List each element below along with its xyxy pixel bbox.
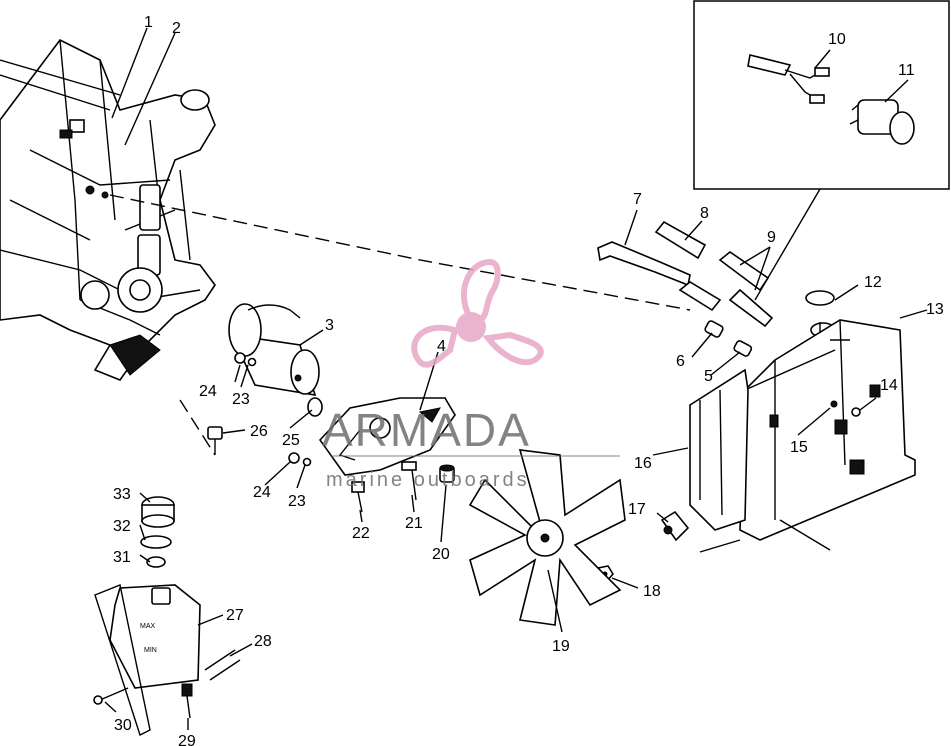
nut-24a (234, 352, 246, 364)
bleeder-17 (660, 510, 690, 542)
callout-14: 14 (880, 377, 898, 394)
washer-23a (247, 357, 257, 367)
callout-22: 22 (352, 525, 370, 542)
callout-10: 10 (828, 31, 846, 48)
hose-7 (597, 241, 691, 287)
spacer-25 (307, 397, 323, 417)
bolt-22 (351, 481, 365, 513)
hose-28 (204, 649, 241, 681)
radiator (739, 319, 916, 541)
callout-29: 29 (178, 733, 196, 746)
recovery-bottle: MAX MIN (94, 584, 201, 736)
fitting-5 (733, 340, 753, 357)
callout-23b: 23 (288, 493, 306, 510)
hose-9 (678, 251, 774, 328)
propeller-blade-left (411, 324, 459, 368)
callout-31: 31 (113, 549, 131, 566)
callout-20: 20 (432, 546, 450, 563)
max-label: MAX (140, 623, 156, 630)
callout-17: 17 (628, 501, 646, 518)
cooling-fan (468, 449, 626, 626)
propeller-logo (411, 258, 544, 368)
alignment-dashed-line-lower (179, 399, 216, 456)
fan-motor (228, 303, 320, 397)
washer-23b (302, 457, 312, 467)
callout-6: 6 (676, 353, 685, 370)
grommet-26 (207, 426, 223, 455)
temperature-switch (849, 99, 915, 145)
callout-7: 7 (633, 191, 642, 208)
watermark-brand: ARMADA (322, 404, 531, 456)
nut-24b (288, 452, 300, 464)
callout-28: 28 (254, 633, 272, 650)
callout-25: 25 (282, 432, 300, 449)
vehicle-frame (0, 38, 216, 381)
callout-24a: 24 (199, 383, 217, 400)
watermark-tagline: marine outboards (326, 469, 530, 491)
callout-21: 21 (405, 515, 423, 532)
callout-32: 32 (113, 518, 131, 535)
fitting-6 (704, 320, 724, 338)
screw-30 (93, 687, 129, 705)
callout-12: 12 (864, 274, 882, 291)
clamp-29 (181, 683, 193, 719)
callout-23a: 23 (232, 391, 250, 408)
alignment-dashed-line (109, 194, 691, 311)
callout-11: 11 (898, 62, 915, 79)
bolt-21 (401, 461, 417, 501)
callout-19: 19 (552, 638, 570, 655)
callout-18: 18 (643, 583, 661, 600)
callout-27: 27 (226, 607, 244, 624)
callout-2: 2 (172, 20, 181, 37)
callout-13: 13 (926, 301, 944, 318)
callout-30: 30 (114, 717, 132, 734)
wire-harness-connector (747, 54, 830, 104)
callout-9: 9 (767, 229, 776, 246)
callout-16: 16 (634, 455, 652, 472)
callout-5: 5 (704, 368, 713, 385)
callout-4: 4 (437, 338, 446, 355)
inset-box (693, 0, 950, 190)
hose-8 (654, 220, 707, 260)
callout-33: 33 (113, 486, 131, 503)
callout-8: 8 (700, 205, 709, 222)
propeller-blade-top (460, 258, 501, 324)
seal-32 (140, 535, 172, 549)
callout-numbers: 1 2 3 4 5 6 7 8 9 10 11 12 13 14 15 16 1… (113, 14, 944, 746)
screw-14 (851, 397, 877, 417)
callout-15: 15 (790, 439, 808, 456)
propeller-blade-right (482, 331, 544, 366)
washer-15 (830, 400, 838, 408)
cap-33 (141, 496, 175, 528)
callout-1: 1 (144, 14, 153, 31)
armada-watermark: ARMADA marine outboards (322, 258, 620, 491)
callout-3: 3 (325, 317, 334, 334)
min-label: MIN (144, 647, 157, 654)
spacer-20 (439, 464, 455, 483)
propeller-hub (456, 312, 486, 342)
seal-31 (146, 556, 166, 568)
leader-lines (104, 27, 928, 730)
fan-shroud (689, 368, 749, 531)
callout-26: 26 (250, 423, 268, 440)
callout-24b: 24 (253, 484, 271, 501)
